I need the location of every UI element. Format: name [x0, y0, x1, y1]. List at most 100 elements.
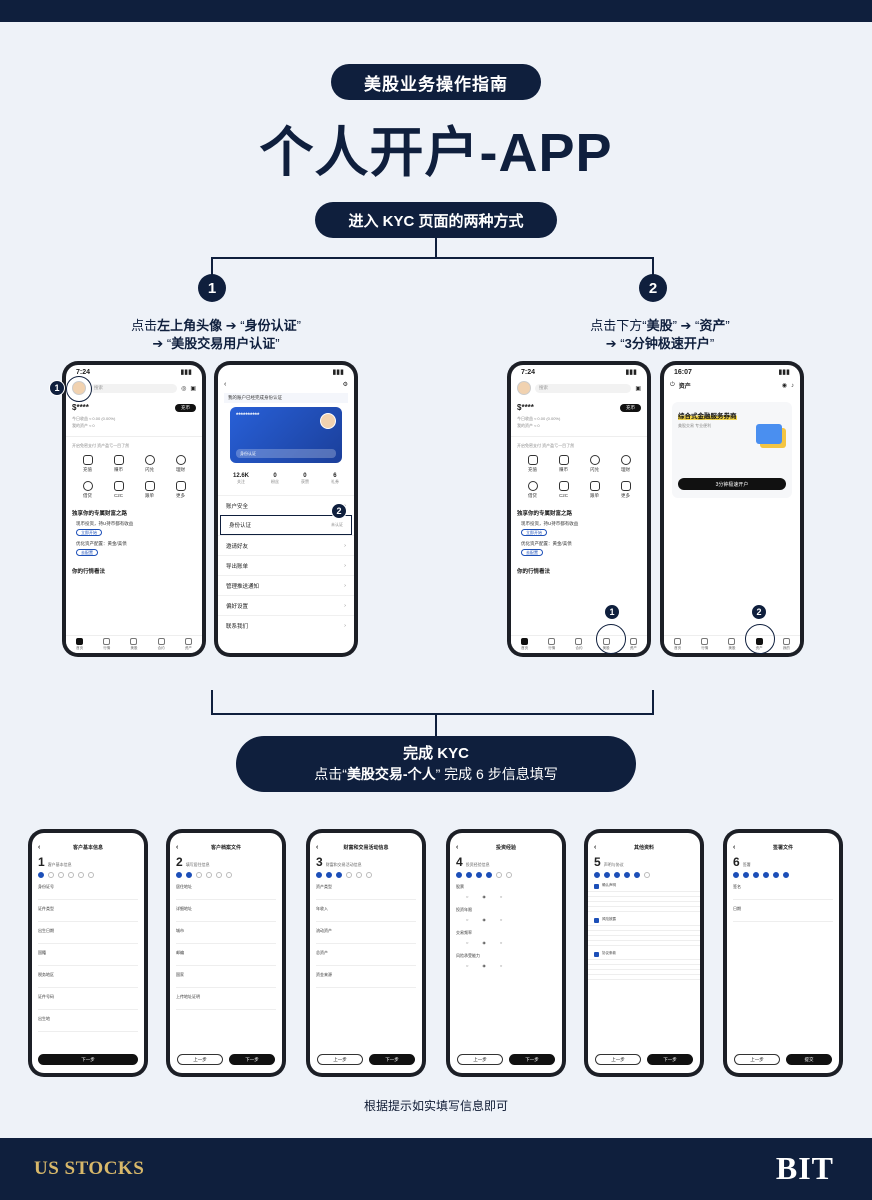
- grid-item[interactable]: 充值: [72, 455, 103, 473]
- form-field[interactable]: 税务地区: [32, 969, 144, 991]
- form-field[interactable]: 国籍: [32, 947, 144, 969]
- grid-item[interactable]: 闪兑: [579, 455, 610, 473]
- form-field[interactable]: 总资产: [310, 947, 422, 969]
- configure-button[interactable]: 去配置: [521, 549, 543, 556]
- radio-group[interactable]: ○ ◉ ○: [456, 938, 556, 947]
- grid-item[interactable]: 借贷: [72, 481, 103, 499]
- menu-notifications[interactable]: 管理推送通知›: [218, 575, 354, 595]
- prev-step-button[interactable]: 上一步: [734, 1054, 780, 1065]
- bell-icon[interactable]: ♪: [791, 382, 794, 389]
- agreement-checkbox[interactable]: 风险披露: [588, 915, 700, 925]
- agreement-checkbox[interactable]: 协议条款: [588, 949, 700, 959]
- grid-item[interactable]: C2C: [548, 481, 579, 499]
- tab-market[interactable]: 行情: [548, 638, 556, 651]
- next-step-button[interactable]: 下一步: [229, 1054, 275, 1065]
- settings-icon[interactable]: ⚙: [342, 382, 348, 388]
- tab-assets[interactable]: 资产: [629, 638, 637, 651]
- tab-market[interactable]: 行情: [701, 638, 709, 651]
- menu-invite[interactable]: 邀请好友›: [218, 535, 354, 555]
- field-input[interactable]: [176, 914, 276, 922]
- prev-step-button[interactable]: 上一步: [177, 1054, 223, 1065]
- grid-item[interactable]: 跟单: [579, 481, 610, 499]
- radio-icon[interactable]: ○: [466, 940, 469, 945]
- radio-icon[interactable]: ○: [466, 894, 469, 899]
- back-icon[interactable]: ‹: [456, 843, 459, 851]
- tab-home[interactable]: 首页: [674, 638, 682, 651]
- field-input[interactable]: [316, 980, 416, 988]
- menu-contact[interactable]: 联系我们›: [218, 615, 354, 635]
- grid-item[interactable]: 借贷: [517, 481, 548, 499]
- back-icon[interactable]: ‹: [224, 381, 227, 388]
- back-icon[interactable]: ‹: [733, 843, 736, 851]
- radio-group[interactable]: ○◉○: [456, 961, 556, 970]
- field-input[interactable]: [38, 980, 138, 988]
- form-field[interactable]: 上传地址证明: [170, 991, 282, 1013]
- deposit-button[interactable]: 充币: [175, 403, 196, 412]
- radio-icon[interactable]: ◉: [482, 894, 486, 899]
- radio-icon[interactable]: ◉: [482, 940, 486, 945]
- next-step-button[interactable]: 下一步: [647, 1054, 693, 1065]
- field-input[interactable]: [38, 1024, 138, 1032]
- field-input[interactable]: [38, 958, 138, 966]
- radio-icon[interactable]: ○: [499, 963, 503, 968]
- quick-open-account-button[interactable]: 3分钟极速开户: [678, 478, 786, 490]
- form-field[interactable]: 流动资产: [310, 925, 422, 947]
- start-button[interactable]: 立即开始: [76, 529, 102, 536]
- avatar[interactable]: [517, 381, 531, 395]
- field-input[interactable]: [316, 914, 416, 922]
- field-input[interactable]: [176, 936, 276, 944]
- grid-item[interactable]: 充值: [517, 455, 548, 473]
- field-input[interactable]: [38, 914, 138, 922]
- field-input[interactable]: [176, 1002, 276, 1010]
- form-field[interactable]: 年收入: [310, 903, 422, 925]
- grid-item[interactable]: 更多: [610, 481, 641, 499]
- field-input[interactable]: [316, 892, 416, 900]
- form-field[interactable]: 资产类型: [310, 881, 422, 903]
- radio-icon[interactable]: ○: [499, 940, 503, 945]
- form-field[interactable]: 国家: [170, 969, 282, 991]
- tab-home[interactable]: 首页: [521, 638, 529, 651]
- tab-us-stock[interactable]: 美股: [130, 638, 138, 651]
- form-field[interactable]: 居住地址: [170, 881, 282, 903]
- tab-assets[interactable]: 资产: [184, 638, 192, 651]
- field-input[interactable]: [176, 958, 276, 966]
- grid-item[interactable]: 闪兑: [134, 455, 165, 473]
- next-step-button[interactable]: 下一步: [38, 1054, 138, 1065]
- grid-item[interactable]: 理财: [165, 455, 196, 473]
- prev-step-button[interactable]: 上一步: [595, 1054, 641, 1065]
- prev-step-button[interactable]: 上一步: [317, 1054, 363, 1065]
- radio-icon[interactable]: ○: [499, 917, 503, 922]
- configure-button[interactable]: 去配置: [76, 549, 98, 556]
- tab-me[interactable]: 我的: [782, 638, 790, 651]
- grid-item[interactable]: 赚币: [103, 455, 134, 473]
- menu-export[interactable]: 导出账单›: [218, 555, 354, 575]
- field-input[interactable]: [38, 936, 138, 944]
- next-step-button[interactable]: 下一步: [369, 1054, 415, 1065]
- form-field[interactable]: 城市: [170, 925, 282, 947]
- scan-icon[interactable]: ▣: [635, 385, 641, 392]
- eye-icon[interactable]: ◉: [781, 383, 787, 389]
- form-field[interactable]: 证件号码: [32, 991, 144, 1013]
- form-field[interactable]: 身份证号: [32, 881, 144, 903]
- tab-futures[interactable]: 合约: [575, 638, 583, 651]
- start-button[interactable]: 立即开始: [521, 529, 547, 536]
- back-icon[interactable]: ‹: [594, 843, 597, 851]
- grid-item[interactable]: 理财: [610, 455, 641, 473]
- grid-item[interactable]: C2C: [103, 481, 134, 499]
- power-icon[interactable]: ⏻: [670, 382, 675, 388]
- field-input[interactable]: [733, 914, 833, 922]
- radio-group[interactable]: ○◉○: [456, 915, 556, 924]
- form-field[interactable]: 签名: [727, 881, 839, 903]
- prev-step-button[interactable]: 上一步: [457, 1054, 503, 1065]
- form-field[interactable]: 资金来源: [310, 969, 422, 991]
- headset-icon[interactable]: ◎: [181, 385, 187, 392]
- experience-field[interactable]: 股票○◉○: [450, 881, 562, 904]
- radio-icon[interactable]: ○: [466, 963, 469, 968]
- menu-preferences[interactable]: 偏好设置›: [218, 595, 354, 615]
- tab-futures[interactable]: 合约: [157, 638, 165, 651]
- radio-icon[interactable]: ○: [466, 917, 469, 922]
- form-field[interactable]: 出生地: [32, 1013, 144, 1035]
- field-input[interactable]: [176, 892, 276, 900]
- field-input[interactable]: [176, 980, 276, 988]
- field-input[interactable]: [316, 936, 416, 944]
